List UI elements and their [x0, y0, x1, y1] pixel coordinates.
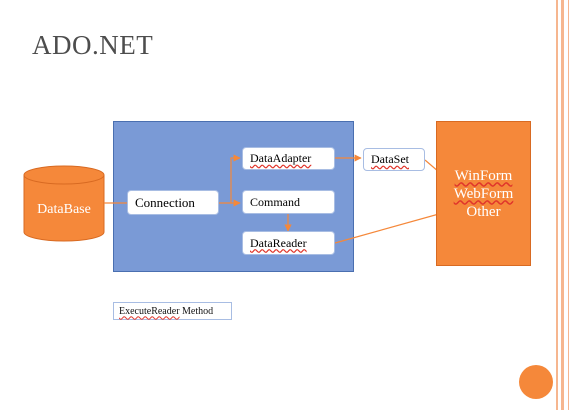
right-border-line: [568, 0, 569, 410]
orange-dot: [519, 365, 553, 399]
dataset-node: DataSet: [363, 148, 425, 171]
command-label: Command: [250, 194, 300, 209]
client-webform: WebForm: [453, 185, 514, 202]
method-note-rest: Method: [179, 305, 214, 317]
slide-title: ADO.NET: [32, 30, 154, 60]
datareader-label: DataReader: [250, 235, 307, 250]
right-border-line: [561, 0, 564, 410]
client-other: Other: [466, 203, 501, 220]
arrow-connection-dataadapter: [230, 154, 241, 203]
datareader-node: DataReader: [242, 231, 335, 255]
database-cylinder: [23, 165, 105, 242]
connection-node: Connection: [127, 190, 219, 215]
method-note: ExecuteReader Method: [113, 302, 232, 320]
command-node: Command: [242, 190, 335, 214]
dataadapter-node: DataAdapter: [242, 147, 335, 170]
dataset-label: DataSet: [371, 152, 409, 166]
connection-label: Connection: [135, 194, 195, 210]
dataadapter-label: DataAdapter: [250, 151, 312, 165]
client-winform: WinForm: [454, 167, 513, 184]
method-note-word: ExecuteReader: [119, 305, 180, 317]
arrow-datareader-clients: [334, 210, 447, 244]
right-border-line: [556, 0, 558, 410]
database-label: DataBase: [37, 202, 91, 217]
clients-box: WinForm WebForm Other: [436, 121, 531, 266]
